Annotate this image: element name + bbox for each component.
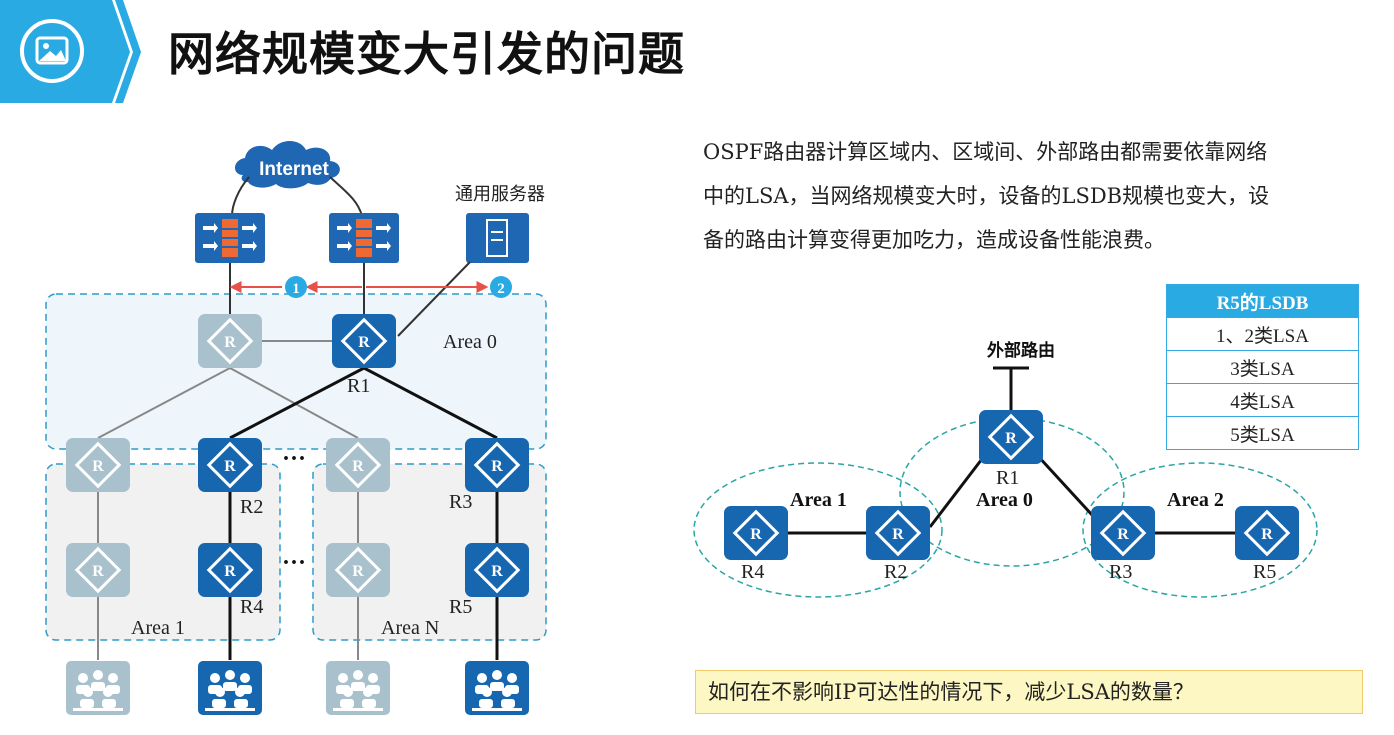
svg-text:R: R — [892, 526, 904, 543]
internet-label: Internet — [259, 159, 329, 180]
svg-text:R: R — [1261, 526, 1273, 543]
area2-zone — [1082, 462, 1318, 598]
router-r1-label: R1 — [347, 375, 370, 397]
area2-label: Area 2 — [1167, 489, 1224, 511]
users-icon — [326, 661, 390, 715]
svg-text:R: R — [92, 458, 104, 475]
server-label: 通用服务器 — [455, 184, 545, 205]
area0-label: Area 0 — [976, 489, 1033, 511]
svg-text:R: R — [358, 334, 370, 351]
router-r4-label: R4 — [741, 561, 764, 583]
users-icon — [198, 661, 262, 715]
svg-text:R: R — [92, 563, 104, 580]
page-title: 网络规模变大引发的问题 — [168, 27, 685, 81]
svg-text:R: R — [352, 458, 364, 475]
svg-text:R: R — [224, 334, 236, 351]
svg-text:R: R — [1117, 526, 1129, 543]
server-icon — [466, 213, 529, 263]
users-icon — [66, 661, 130, 715]
lsdb-row: 4类LSA — [1166, 383, 1359, 417]
area1-label: Area 1 — [790, 489, 847, 511]
areaN-label: Area N — [381, 617, 439, 639]
svg-text:R: R — [352, 563, 364, 580]
svg-text:R: R — [224, 563, 236, 580]
router-r5-label: R5 — [449, 596, 472, 618]
router-r1-label: R1 — [996, 467, 1019, 489]
svg-text:1: 1 — [292, 281, 300, 297]
description-paragraph: OSPF路由器计算区域内、区域间、外部路由都需要依靠网络 中的LSA，当网络规模… — [703, 130, 1363, 262]
lsdb-title: R5的LSDB — [1166, 284, 1359, 318]
svg-text:R: R — [224, 458, 236, 475]
lsdb-row: 1、2类LSA — [1166, 317, 1359, 351]
router-r3-label: R3 — [449, 491, 472, 513]
paragraph-line: 中的LSA，当网络规模变大时，设备的LSDB规模也变大，设 — [703, 184, 1270, 208]
image-icon — [20, 19, 84, 83]
lsdb-table: R5的LSDB 1、2类LSA 3类LSA 4类LSA 5类LSA — [1166, 284, 1359, 450]
router-r3-label: R3 — [1109, 561, 1132, 583]
svg-text:R: R — [1005, 430, 1017, 447]
external-route-label: 外部路由 — [987, 340, 1055, 361]
internet-cloud: Internet — [234, 141, 340, 189]
users-icon — [465, 661, 529, 715]
title-banner — [0, 0, 141, 103]
router-r4-label: R4 — [240, 596, 263, 618]
right-topology-diagram: R R R R R 外部路由 Area 0 Area 1 Area 2 R1 R… — [693, 340, 1318, 598]
svg-text:R: R — [750, 526, 762, 543]
left-topology-diagram: Internet 通用服务器 — [45, 141, 547, 715]
marker-1: 1 — [285, 276, 307, 298]
router-r5-label: R5 — [1253, 561, 1276, 583]
firewall-icon — [195, 213, 265, 263]
lsdb-row: 3类LSA — [1166, 350, 1359, 384]
router-r2-label: R2 — [240, 496, 263, 518]
firewall-icon — [329, 213, 399, 263]
router-r2-label: R2 — [884, 561, 907, 583]
area1-label: Area 1 — [131, 617, 185, 639]
paragraph-line: OSPF路由器计算区域内、区域间、外部路由都需要依靠网络 — [703, 140, 1268, 164]
lsdb-row: 5类LSA — [1166, 416, 1359, 450]
marker-2: 2 — [490, 276, 512, 298]
ellipsis: ··· — [282, 446, 306, 472]
svg-text:2: 2 — [497, 281, 505, 297]
ellipsis: ··· — [282, 550, 306, 576]
question-box: 如何在不影响IP可达性的情况下，减少LSA的数量？ — [695, 670, 1363, 714]
area0-label: Area 0 — [443, 331, 497, 353]
svg-text:R: R — [491, 458, 503, 475]
area1-zone — [693, 462, 943, 598]
svg-text:R: R — [491, 563, 503, 580]
paragraph-line: 备的路由计算变得更加吃力，造成设备性能浪费。 — [703, 228, 1165, 252]
